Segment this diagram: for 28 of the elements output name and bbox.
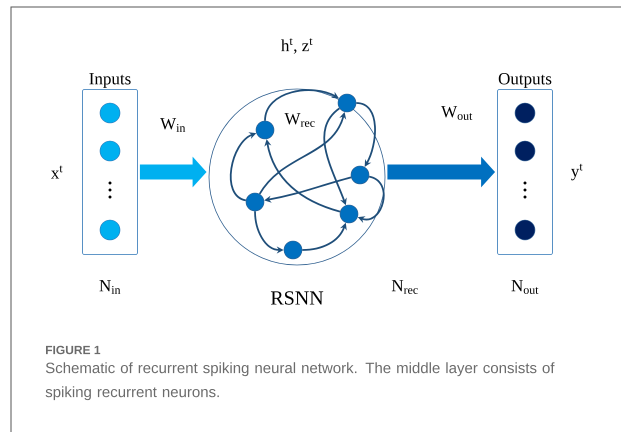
neuron-circle bbox=[100, 140, 120, 162]
edge-label: W$_{in}$ bbox=[159, 117, 187, 133]
node-label: Outputs bbox=[498, 73, 552, 88]
neuron-circle bbox=[514, 140, 536, 162]
neuron-circle bbox=[514, 102, 536, 124]
neuron-circle bbox=[340, 204, 358, 224]
neuron-circle bbox=[100, 220, 120, 240]
layer-label: N$_{out}$ bbox=[512, 280, 538, 294]
figure-label: FIGURE 1 bbox=[46, 346, 100, 354]
neuron-circle bbox=[100, 102, 120, 124]
neuron-circle bbox=[350, 166, 370, 184]
layer-label: x$^{t}$ bbox=[51, 166, 63, 178]
layer-label: N$_{in}$ bbox=[99, 280, 120, 294]
layer-label: y$^{t}$ bbox=[571, 164, 583, 180]
neuron-circle bbox=[256, 120, 274, 140]
layer-label: N$_{rec}$ bbox=[392, 280, 418, 294]
caption: Schematic of recurrent spiking neural network. The middle layer consists of spiking recurrent neurons. bbox=[46, 362, 554, 400]
node-label: h$^{t}$, z$^{t}$ bbox=[281, 38, 313, 54]
neuron-circle bbox=[284, 240, 302, 260]
node-label: RSNN bbox=[270, 291, 324, 305]
neuron-circle bbox=[338, 94, 356, 112]
node-label: Inputs bbox=[89, 73, 131, 88]
neuron-circle bbox=[246, 192, 264, 212]
edge-label: W$_{out}$ bbox=[440, 105, 474, 121]
layer-box: Outputs bbox=[497, 73, 553, 255]
weight-label: W$_{rec}$ bbox=[283, 112, 317, 128]
layer-box: Inputs bbox=[82, 73, 138, 255]
neuron-circle bbox=[514, 220, 536, 240]
